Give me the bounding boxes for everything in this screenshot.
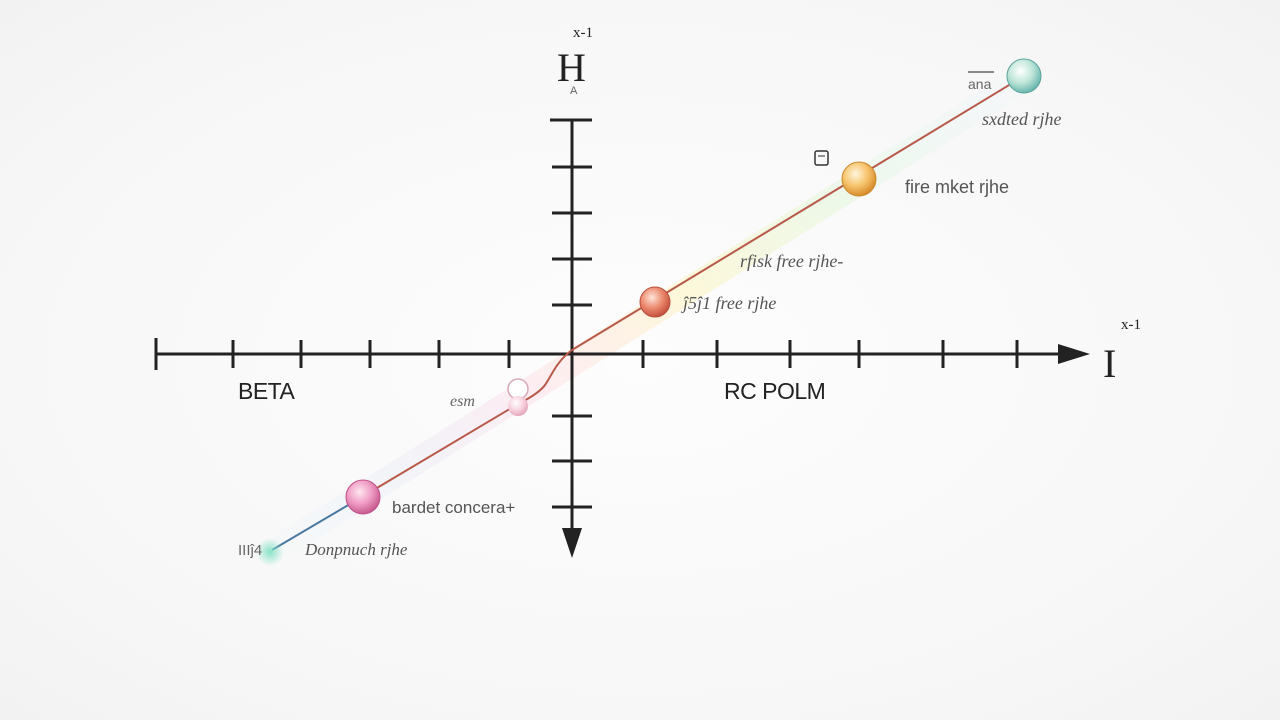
point-label-donpnuch: Donpnuch rjhe: [305, 540, 408, 559]
point-marker-bardet: [345, 479, 381, 515]
axis-label-left: BETA: [238, 378, 295, 404]
point-label-sxdted: sxdted rjhe: [982, 109, 1062, 129]
point-label-rfisk: rfisk free rjhe-: [740, 251, 844, 271]
point-tag-sxdted: ana: [968, 76, 992, 92]
point-label-bardet: bardet concera+: [392, 498, 516, 517]
point-tag-free: ĵ5ĵ1: [683, 293, 712, 313]
point-label-esm: esm: [450, 393, 475, 410]
bracket-glyph: [814, 150, 829, 166]
point-marker-donpnuch: [256, 538, 284, 566]
y-axis-arrowhead: [562, 528, 582, 558]
y-axis-superscript: x-1: [573, 25, 593, 41]
point-marker-free: [639, 286, 671, 318]
point-marker-sxdted: [1006, 58, 1042, 94]
x-axis-arrowhead: [1058, 344, 1090, 364]
point-label-free-text: free rjhe: [715, 293, 777, 313]
point-label-free: ĵ5ĵ1 free rjhe: [683, 294, 776, 312]
point-marker-esm: [508, 396, 528, 416]
point-label-fire-mket: fire mket rjhe: [905, 177, 1010, 197]
y-axis-symbol: H: [557, 45, 586, 90]
point-tag-donpnuch: IIIĵ4: [238, 542, 263, 559]
y-axis: [550, 118, 592, 558]
x-axis-symbol: I: [1103, 341, 1117, 386]
point-marker-fire-mket: [841, 161, 877, 197]
line-haze: [247, 62, 1043, 573]
x-axis: [154, 338, 1090, 370]
y-axis-subscript: A: [570, 85, 578, 97]
axis-label-right: RC POLM: [724, 378, 826, 404]
x-axis-superscript: x-1: [1121, 317, 1141, 333]
